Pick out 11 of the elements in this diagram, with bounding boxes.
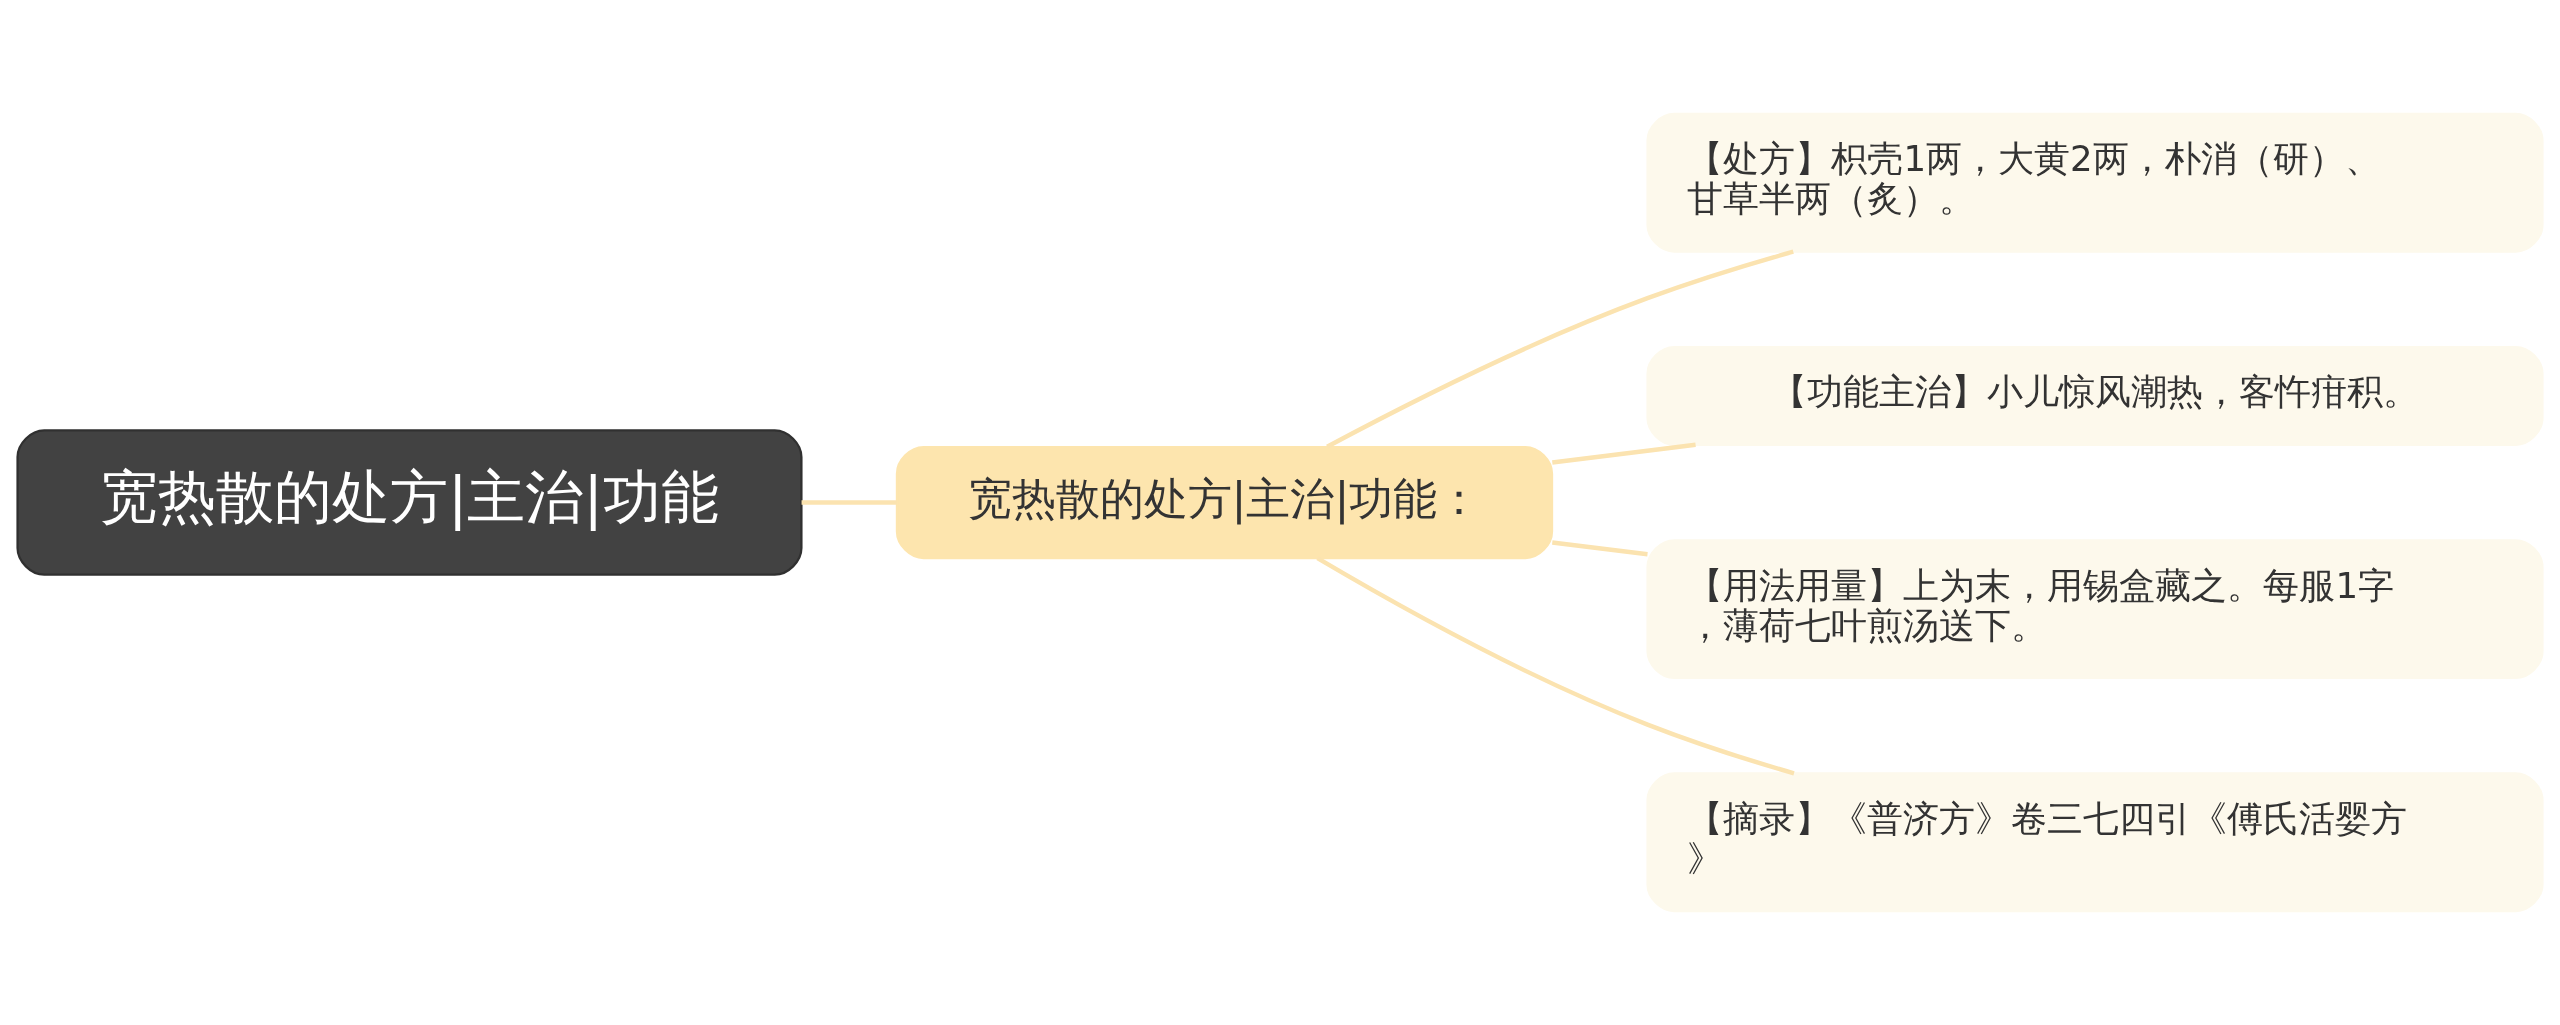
connector [801,500,897,505]
node-box: 【功能主治】小儿惊风潮热，客忤疳积。 [1646,345,2544,446]
connector [1326,249,1794,449]
node-box: 【处方】枳壳1两，大黄2两，朴消（研）、甘草半两（炙）。 [1646,112,2544,253]
node-box: 【摘录】《普济方》卷三七四引《傅氏活婴方》 [1646,772,2544,913]
connector [1552,442,1696,465]
connector [1316,556,1795,776]
node-box: 【用法用量】上为末，用锡盒藏之。每服1字，薄荷七叶煎汤送下。 [1646,539,2544,680]
node-box: 宽热散的处方|主治|功能 [16,429,803,576]
connector [1552,540,1648,557]
node-box: 宽热散的处方|主治|功能： [895,445,1554,560]
